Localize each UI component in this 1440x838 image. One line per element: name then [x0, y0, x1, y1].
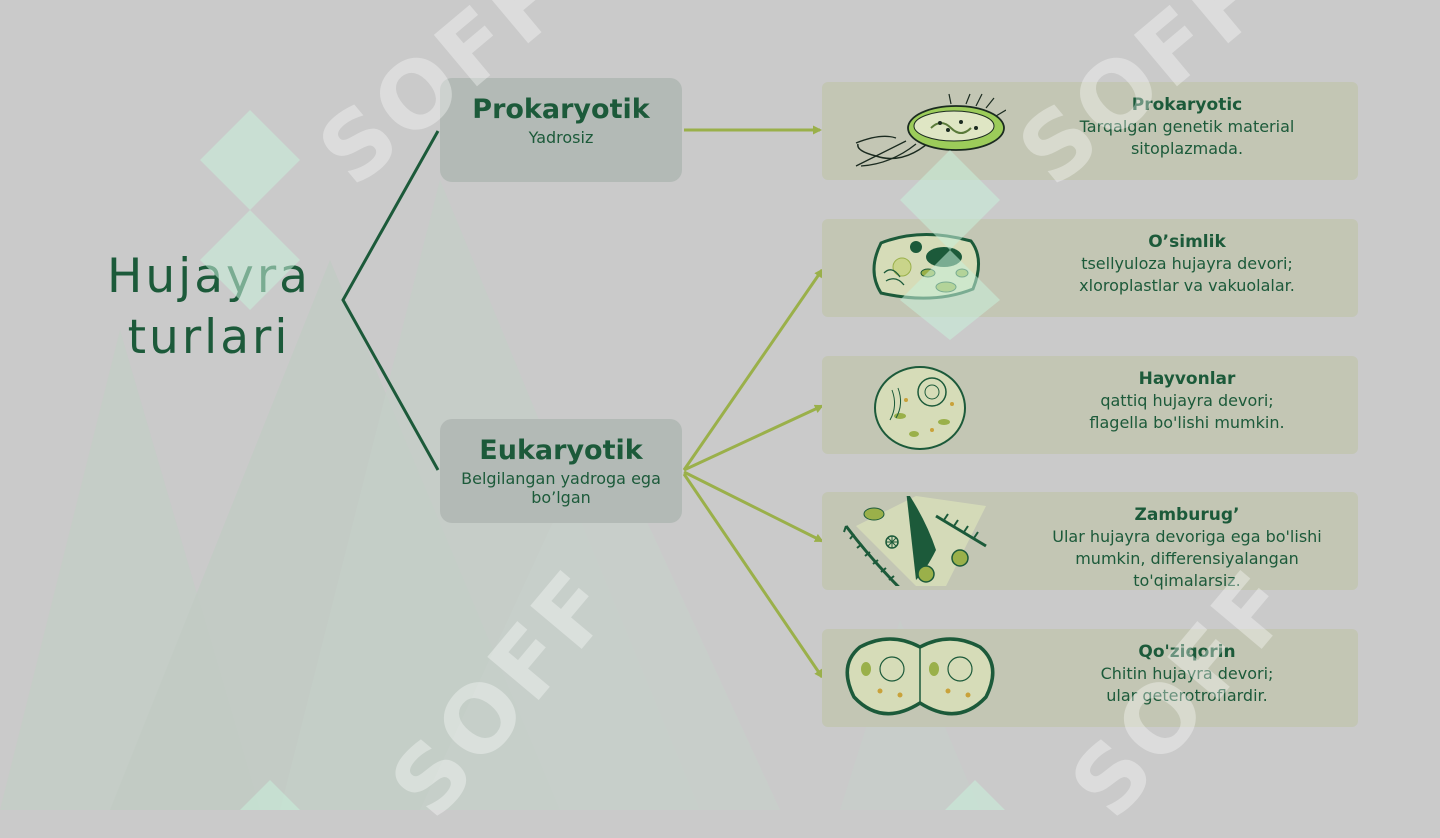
card-text: Hayvonlar qattiq hujayra devori; flagell…: [1022, 368, 1352, 434]
card-fungal: Zamburug’ Ular hujayra devoriga ega bo'l…: [822, 492, 1358, 590]
card-title: Zamburug’: [1134, 505, 1240, 525]
card-description: Tarqalgan genetik material sitoplazmada.: [1079, 117, 1295, 158]
card-description: Chitin hujayra devori; ular geterotrofla…: [1100, 664, 1274, 705]
plant-cell-icon: [872, 233, 980, 300]
category-prokaryotic: Prokaryotik Yadrosiz: [440, 78, 682, 182]
title-line-2: turlari: [127, 310, 291, 365]
card-description: tsellyuloza hujayra devori; xloroplastla…: [1079, 254, 1295, 295]
category-eukaryotic: Eukaryotik Belgilangan yadroga ega bo’lg…: [440, 419, 682, 523]
title-line-1: Hujayra: [107, 249, 311, 304]
card-plant: O’simlik tsellyuloza hujayra devori; xlo…: [822, 219, 1358, 317]
card-text: Zamburug’ Ular hujayra devoriga ega bo'l…: [1022, 504, 1352, 592]
card-title: Qo'ziqorin: [1138, 642, 1236, 662]
card-text: O’simlik tsellyuloza hujayra devori; xlo…: [1022, 231, 1352, 297]
category-subtitle: Belgilangan yadroga ega bo’lgan: [461, 469, 661, 507]
fungal-cell-icon: [843, 496, 987, 586]
card-text: Prokaryotic Tarqalgan genetik material s…: [1022, 94, 1352, 160]
card-description: qattiq hujayra devori; flagella bo'lishi…: [1089, 391, 1285, 432]
diagram-title: Hujayra turlari: [92, 246, 326, 368]
dividing-cell-icon: [845, 637, 995, 716]
card-animal: Hayvonlar qattiq hujayra devori; flagell…: [822, 356, 1358, 454]
animal-cell-icon: [874, 366, 966, 450]
category-title: Eukaryotik: [479, 435, 643, 466]
category-subtitle: Yadrosiz: [528, 128, 594, 147]
card-text: Qo'ziqorin Chitin hujayra devori; ular g…: [1022, 641, 1352, 707]
card-title: Prokaryotic: [1131, 95, 1243, 115]
bacterium-icon: [855, 93, 1006, 167]
card-description: Ular hujayra devoriga ega bo'lishi mumki…: [1052, 527, 1322, 590]
category-title: Prokaryotik: [472, 94, 650, 125]
card-mold: Qo'ziqorin Chitin hujayra devori; ular g…: [822, 629, 1358, 727]
card-title: O’simlik: [1148, 232, 1226, 252]
card-title: Hayvonlar: [1138, 369, 1236, 389]
